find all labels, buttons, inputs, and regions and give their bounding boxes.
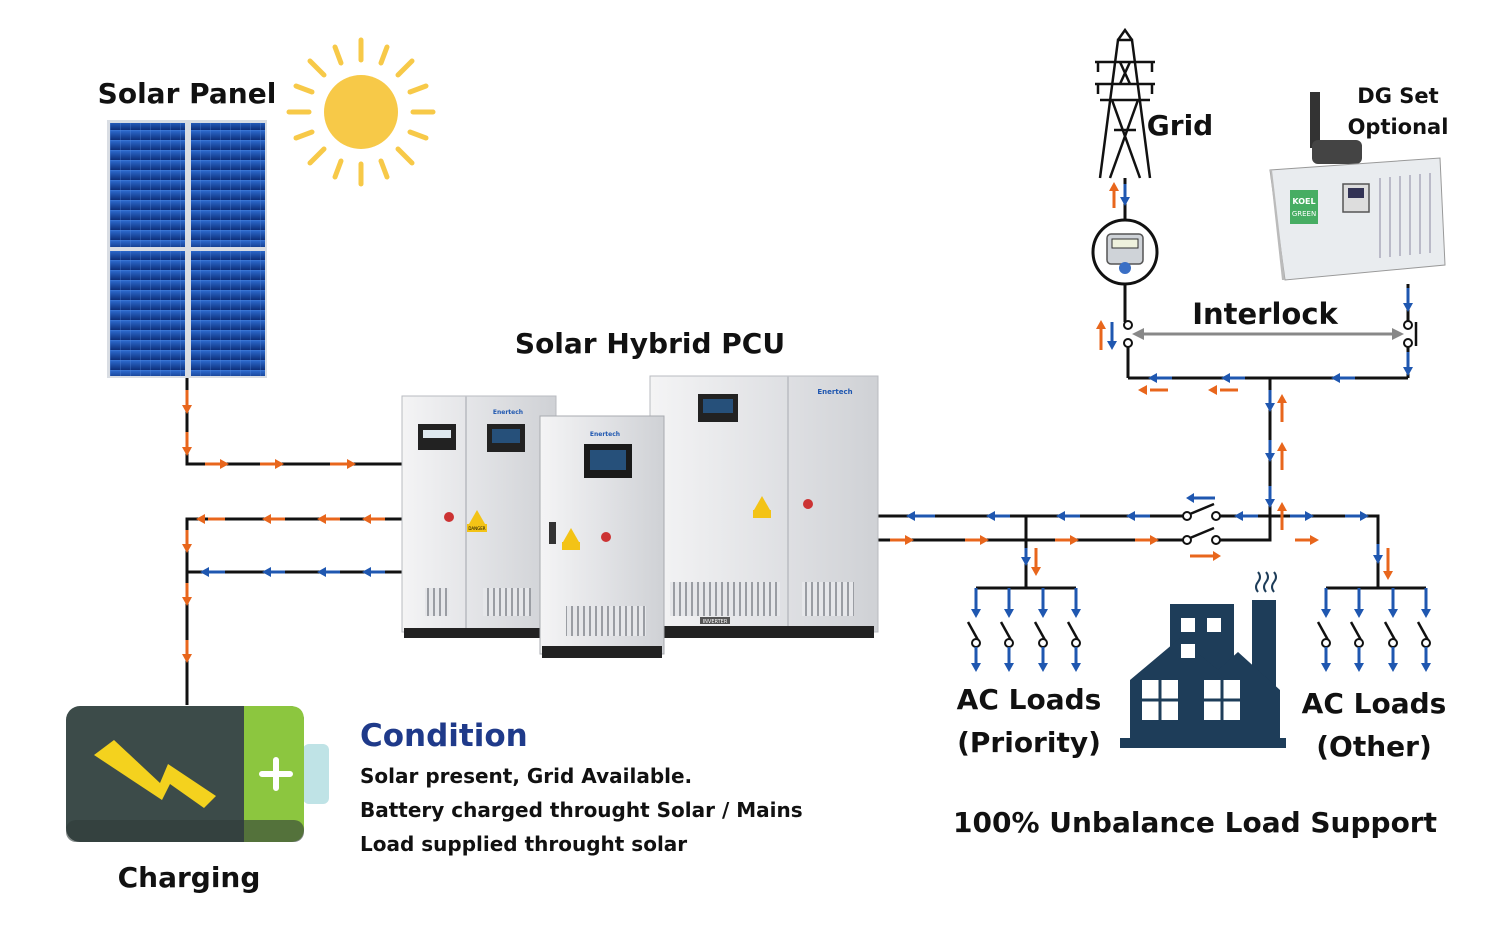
load-switch-blade (966, 621, 980, 641)
danger-sign-text: DANGER (468, 526, 485, 531)
pcu-label: Solar Hybrid PCU (515, 327, 785, 360)
priority-load-switches (966, 588, 1081, 672)
ac-loads-priority-sub: (Priority) (957, 726, 1101, 759)
load-drop-arrow (1038, 609, 1048, 618)
load-switch-blade (1416, 621, 1430, 641)
load-drop-arrow (1321, 609, 1331, 618)
dg-optional-label: Optional (1348, 115, 1449, 139)
upper-bus-arrows (1096, 182, 1413, 395)
load-switch-contact (1038, 638, 1048, 648)
load-drop-arrow (1071, 609, 1081, 618)
factory-building-icon (1120, 571, 1286, 748)
load-out-arrow (1004, 663, 1014, 672)
load-out-arrow (1038, 663, 1048, 672)
vertical-bus-arrows (1265, 390, 1287, 530)
transmission-tower-icon (1095, 27, 1155, 179)
brand-label-3: Enertech (590, 431, 620, 438)
load-switch-contact (971, 638, 981, 648)
load-switch-contact (1321, 638, 1331, 648)
interlock-icon (1123, 320, 1418, 348)
load-out-arrow (1421, 663, 1431, 672)
interlock-label: Interlock (1192, 297, 1338, 331)
load-drop-arrow (1421, 609, 1431, 618)
charging-label: Charging (118, 861, 261, 894)
ac-loads-other-label: AC Loads (1302, 687, 1447, 720)
pcu-cabinets-icon: Enertech Enertech INVERTER Enertech (401, 375, 879, 658)
solar-panel-icon (107, 120, 267, 378)
diesel-generator-icon: KOEL GREEN (1269, 92, 1446, 281)
load-switch-contact (1071, 638, 1081, 648)
ac-loads-priority-label: AC Loads (957, 683, 1102, 716)
ac-loads-other-sub: (Other) (1316, 730, 1432, 763)
load-switch-contact (1354, 638, 1364, 648)
load-out-arrow (1321, 663, 1331, 672)
unbalance-label: 100% Unbalance Load Support (953, 806, 1437, 839)
load-switch-blade (1349, 621, 1363, 641)
other-load-switches (1316, 588, 1431, 672)
solar-panel-label: Solar Panel (98, 77, 277, 110)
load-drop-arrow (971, 609, 981, 618)
brand-label-2: Enertech (817, 388, 852, 396)
brand-label: Enertech (493, 409, 523, 416)
dg-set-label: DG Set (1357, 84, 1438, 108)
load-drop-arrow (1354, 609, 1364, 618)
load-out-arrow (1354, 663, 1364, 672)
sun-icon (286, 37, 436, 187)
battery-flow-arrows (182, 514, 385, 663)
load-switch-blade (1383, 621, 1397, 641)
condition-line-3: Load supplied throught solar (360, 832, 687, 856)
load-switch-contact (1004, 638, 1014, 648)
solar-flow-arrows (182, 390, 356, 469)
energy-meter-icon (1091, 218, 1159, 286)
genset-brand: KOEL (1292, 197, 1315, 206)
bus-switch-icon (1182, 493, 1221, 561)
load-out-arrow (1388, 663, 1398, 672)
battery-charging-icon (66, 706, 329, 842)
load-switch-blade (1316, 621, 1330, 641)
condition-line-1: Solar present, Grid Available. (360, 764, 692, 788)
load-out-arrow (1071, 663, 1081, 672)
genset-model: GREEN (1292, 210, 1316, 218)
load-switch-contact (1421, 638, 1431, 648)
load-drop-arrow (1004, 609, 1014, 618)
load-switch-blade (999, 621, 1013, 641)
load-out-arrow (971, 663, 981, 672)
condition-line-2: Battery charged throught Solar / Mains (360, 798, 803, 822)
load-switch-blade (1066, 621, 1080, 641)
load-switch-blade (1033, 621, 1047, 641)
inverter-plate: INVERTER (703, 619, 728, 625)
load-switch-contact (1388, 638, 1398, 648)
load-drop-arrow (1388, 609, 1398, 618)
output-flow-arrows (890, 511, 1393, 580)
condition-title: Condition (360, 718, 528, 754)
grid-label: Grid (1147, 109, 1213, 142)
